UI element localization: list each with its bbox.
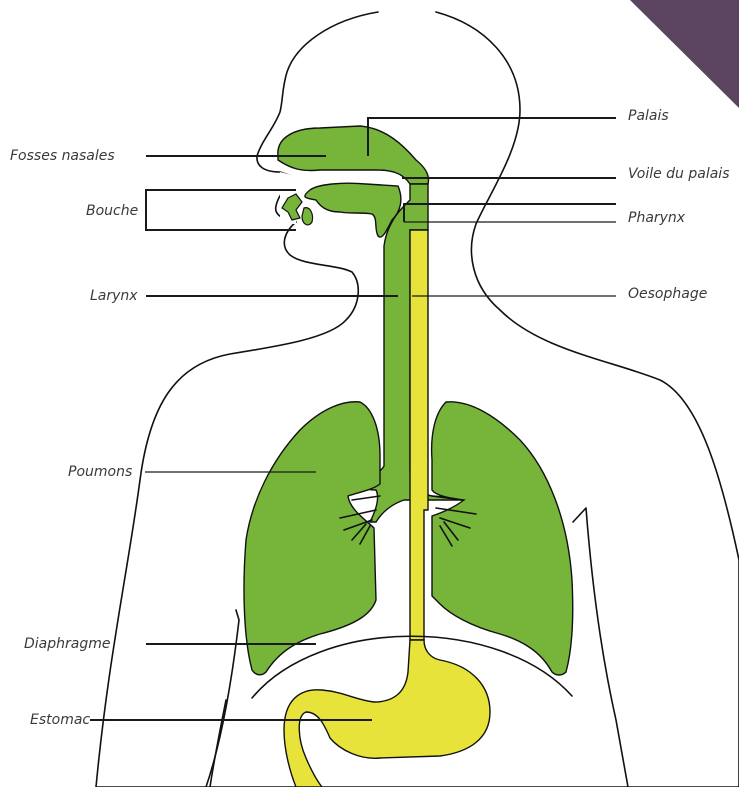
oral-cavity (305, 183, 401, 237)
label-poumons: Poumons (68, 464, 132, 480)
label-fosses-nasales: Fosses nasales (10, 148, 115, 164)
right-arm-contour (573, 508, 628, 787)
corner-accent (630, 0, 739, 108)
leader-pharynx-box (404, 204, 616, 222)
leader-bouche-bracket (146, 190, 296, 230)
label-palais: Palais (628, 108, 669, 124)
right-lung (432, 402, 573, 675)
label-pharynx: Pharynx (628, 210, 686, 226)
label-diaphragme: Diaphragme (24, 636, 110, 652)
label-oesophage: Oesophage (628, 286, 707, 302)
jaw-tooth (302, 208, 313, 225)
stomach (284, 640, 490, 787)
label-larynx: Larynx (90, 288, 138, 304)
left-arm-contour (206, 610, 239, 787)
label-voile-du-palais: Voile du palais (628, 166, 730, 182)
oesophagus (410, 230, 428, 640)
left-side-contour (210, 700, 226, 787)
left-lung (244, 402, 380, 675)
label-bouche: Bouche (86, 203, 138, 219)
label-estomac: Estomac (30, 712, 90, 728)
